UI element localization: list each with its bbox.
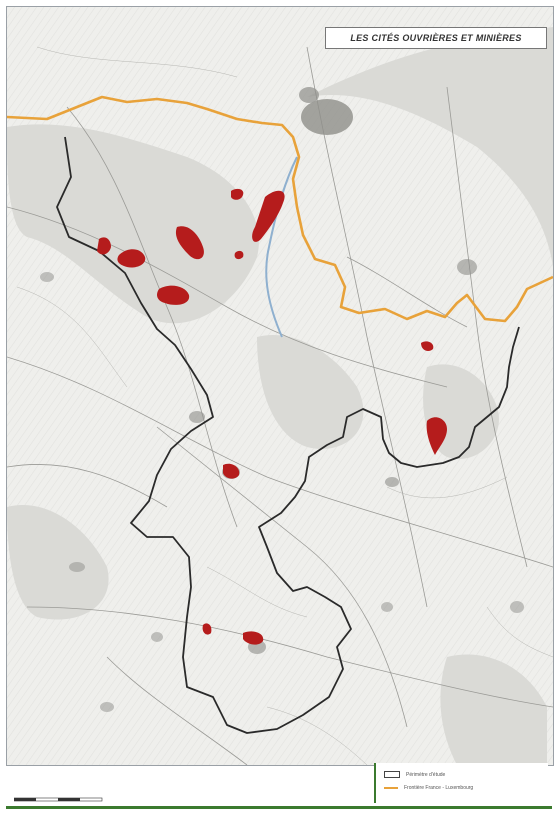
- legend-item-study-perimeter: Périmètre d'étude: [384, 771, 445, 778]
- border-line: [7, 95, 553, 323]
- map-frame[interactable]: LES CITÉS OUVRIÈRES ET MINIÈRES: [6, 6, 554, 766]
- secondary-roads: [16, 46, 553, 765]
- road-network: [7, 46, 553, 765]
- footer-accent-line: [6, 806, 552, 809]
- relief-texture: [7, 7, 553, 765]
- map-title: LES CITÉS OUVRIÈRES ET MINIÈRES: [325, 27, 547, 49]
- map-legend: Périmètre d'étude Frontière France - Lux…: [374, 763, 548, 803]
- river: [265, 156, 298, 338]
- town-clusters: [40, 87, 524, 712]
- study-perimeter: [56, 136, 520, 734]
- legend-item-border: Frontière France - Luxembourg: [384, 785, 473, 791]
- legend-label: Périmètre d'étude: [406, 771, 446, 778]
- legend-line-swatch: [384, 787, 398, 789]
- topographic-map[interactable]: [7, 7, 553, 765]
- legend-label: Frontière France - Luxembourg: [404, 785, 474, 791]
- legend-box-swatch: [384, 771, 400, 778]
- scale-bar-icon: [14, 797, 103, 802]
- cites-areas: [97, 188, 447, 645]
